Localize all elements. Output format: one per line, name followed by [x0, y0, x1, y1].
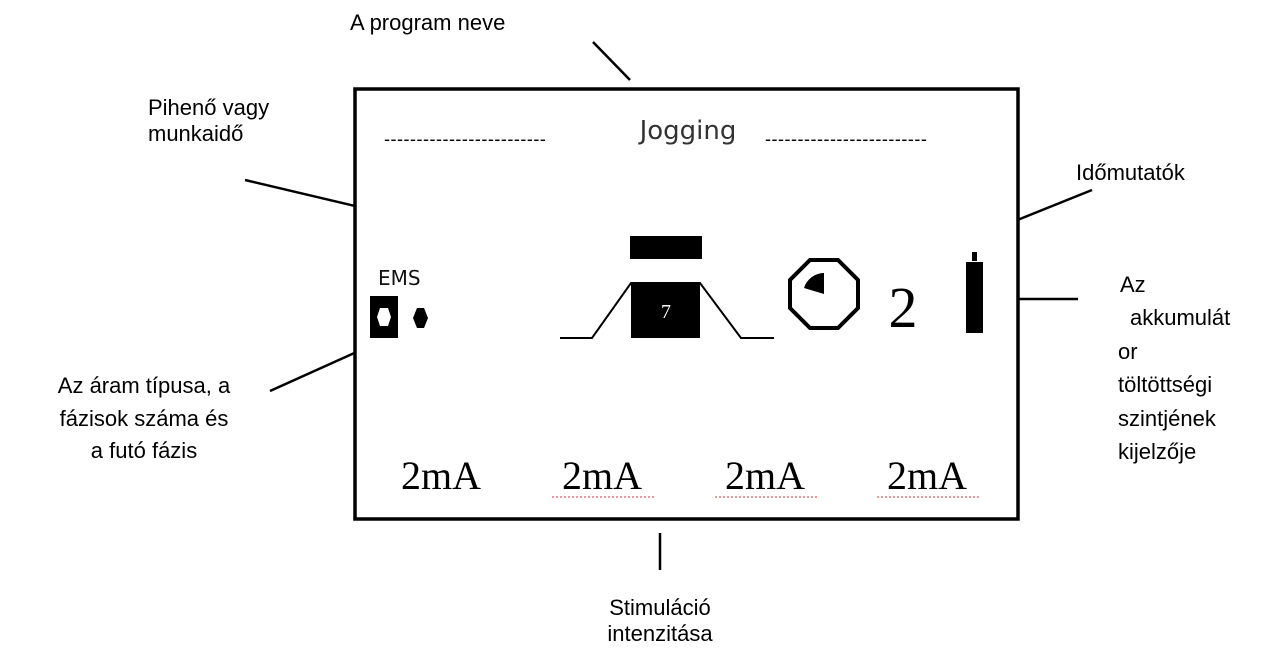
callout-rest-work-time-line2: munkaidő — [148, 121, 244, 147]
callout-program-name: A program neve — [350, 10, 506, 35]
callout-battery-line4: töltöttségi — [1118, 372, 1213, 398]
intensity-channel-1: 2mA — [401, 453, 481, 498]
callout-intensity-line1: Stimuláció — [609, 595, 711, 620]
callout-battery-line3: or — [1118, 338, 1138, 364]
current-type-icon — [370, 296, 398, 338]
callout-battery-line6: kijelzője — [1118, 439, 1197, 465]
leader-line-program-name — [592, 41, 631, 81]
callout-battery: Az akkumulát or töltöttségi szintjének k… — [1118, 268, 1231, 469]
callout-current-type-line1: Az áram típusa, a — [57, 373, 231, 398]
title-dashes-right: ------------------------- — [765, 129, 927, 149]
callout-rest-work-time-line1: Pihenő vagy — [148, 95, 270, 120]
phase-indicator-icon — [413, 308, 428, 328]
leader-line-current-type — [269, 348, 362, 393]
callout-current-type-line2: fázisok száma és — [59, 405, 229, 431]
work-bar-icon — [630, 236, 702, 259]
callout-intensity-line2: intenzitása — [607, 621, 713, 647]
phase-box — [631, 283, 700, 338]
phase-number: 7 — [661, 301, 671, 323]
title-dashes-left: ------------------------- — [384, 129, 546, 149]
callout-battery-line1: Az — [1120, 272, 1146, 297]
intensity-channel-4: 2mA — [887, 453, 967, 498]
intensity-channel-2: 2mA — [562, 453, 642, 498]
callout-battery-line5: szintjének — [1118, 405, 1216, 431]
octagon-timer-icon — [788, 258, 860, 330]
callout-current-type-line3: a futó fázis — [90, 438, 198, 464]
battery-icon — [966, 252, 983, 333]
callout-intensity: Stimuláció intenzitása — [594, 595, 726, 648]
callout-current-type: Az áram típusa, a fázisok száma és a fut… — [8, 370, 280, 468]
callout-timers: Időmutatók — [1076, 160, 1185, 185]
callout-rest-work-time: Pihenő vagy munkaidő — [148, 95, 269, 148]
callout-battery-line2: akkumulát — [1130, 305, 1231, 331]
timer-value: 2 — [889, 275, 918, 340]
intensity-channel-3: 2mA — [725, 453, 805, 498]
mode-label: EMS — [378, 266, 421, 290]
program-title: Jogging — [638, 116, 737, 146]
